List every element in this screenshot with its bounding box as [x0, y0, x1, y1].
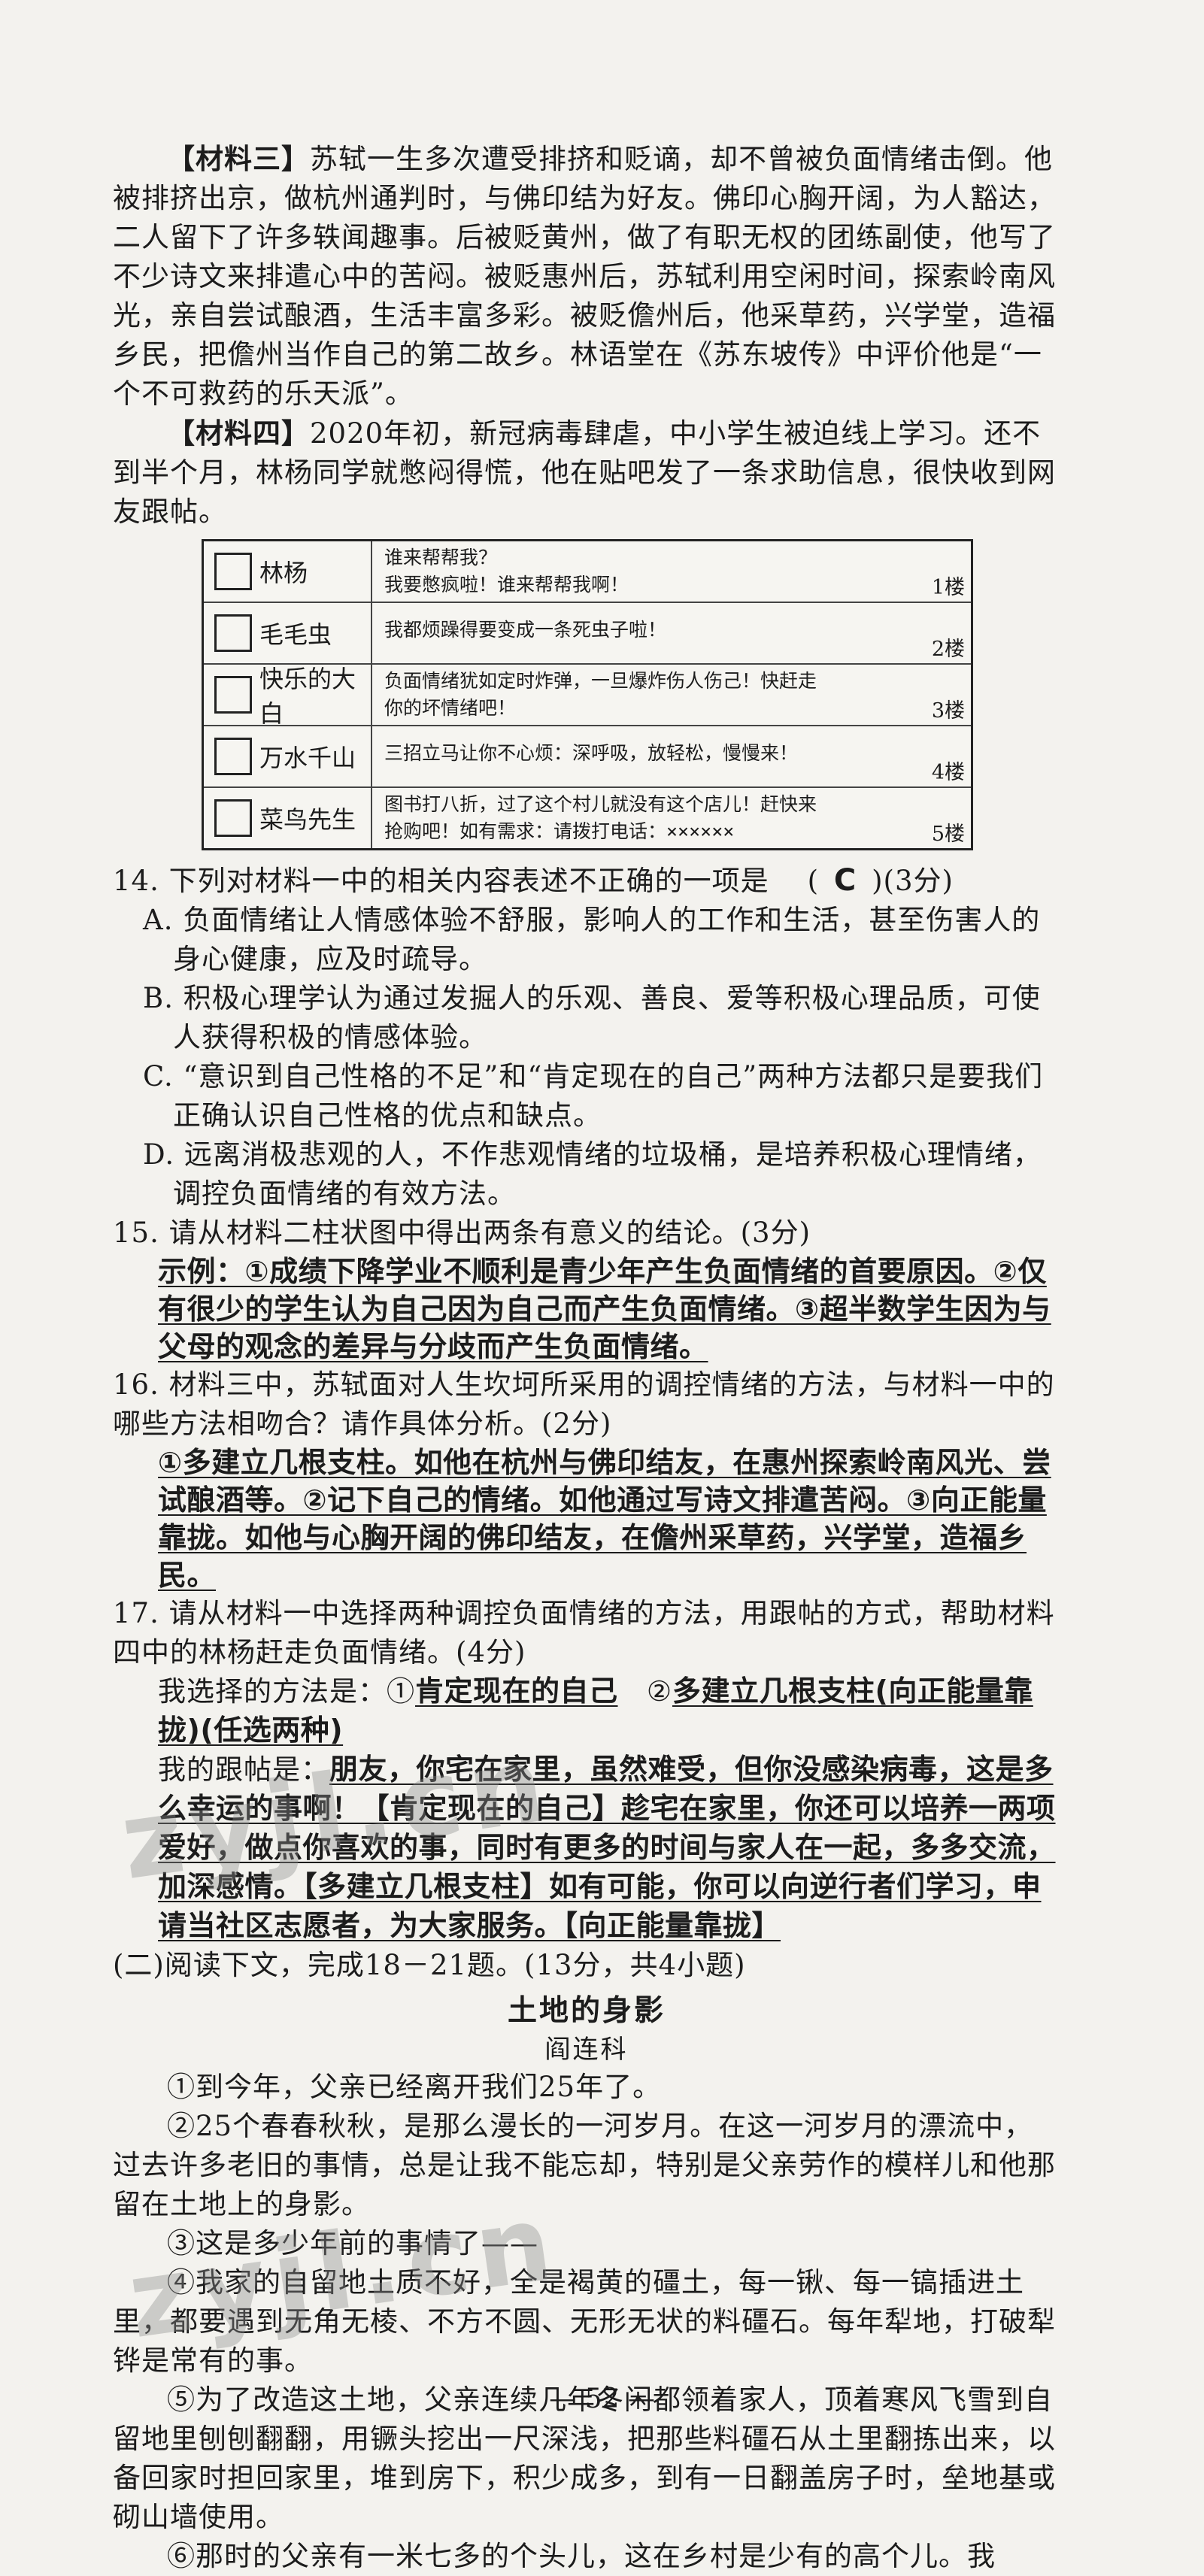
page-number: — 52 — [549, 2384, 655, 2414]
forum-content: 我都烦躁得要变成一条死虫子啦！ [372, 603, 971, 663]
forum-username: 毛毛虫 [259, 620, 332, 649]
forum-content: 负面情绪犹如定时炸弹，一旦爆炸伤人伤己！快赶走你的坏情绪吧！ [372, 665, 971, 725]
material4-label: 【材料四】 [167, 417, 310, 450]
forum-line: 谁来帮帮我？ [384, 547, 498, 568]
avatar-box-icon [214, 799, 252, 837]
forum-line: 抢购吧！如有需求：请拨打电话：×××××× [384, 820, 735, 842]
q17-method-line: 我选择的方法是：①肯定现在的自己 ②多建立几根支柱(向正能量靠拢)(任选两种) [113, 1672, 1060, 1750]
q17-post-label: 我的跟帖是： [158, 1753, 329, 1786]
material4-paragraph: 【材料四】2020年初，新冠病毒肆虐，中小学生被迫线上学习。还不到半个月，林杨同… [113, 414, 1060, 532]
forum-username: 快乐的大白 [259, 665, 356, 728]
forum-line: 图书打八折，过了这个村儿就没有这个店儿！赶快来 [384, 793, 817, 815]
forum-post: 毛毛虫 我都烦躁得要变成一条死虫子啦！ 2楼 [204, 603, 971, 665]
material3-paragraph: 【材料三】苏轼一生多次遭受排挤和贬谪，却不曾被负面情绪击倒。他被排挤出京，做杭州… [113, 139, 1060, 414]
q17-stem: 17. 请从材料一中选择两种调控负面情绪的方法，用跟帖的方式，帮助材料四中的林杨… [113, 1597, 1055, 1668]
q17-post-answer: 朋友，你宅在家里，虽然难受，但你没感染病毒，这是多么幸运的事啊！【肯定现在的自己… [158, 1753, 1056, 1942]
q17-method2-answer: 多建立几根支柱(向正能量靠拢)(任选两种) [158, 1674, 1033, 1747]
forum-username: 菜鸟先生 [259, 805, 356, 834]
forum-user: 万水千山 [204, 726, 372, 786]
forum-content: 谁来帮帮我？ 我要憋疯啦！谁来帮帮我啊！ [372, 541, 971, 602]
avatar-box-icon [214, 738, 252, 775]
article-paragraph: ③这是多少年前的事情了—— [167, 2227, 538, 2259]
article-paragraph: ②25个春春秋秋，是那么漫长的一河岁月。在这一河岁月的漂流中，过去许多老旧的事情… [113, 2110, 1056, 2220]
q14-stem-text: 14. 下列对材料一中的相关内容表述不正确的一项是 [113, 865, 769, 897]
forum-username: 林杨 [259, 559, 308, 587]
forum-post: 林杨 谁来帮帮我？ 我要憋疯啦！谁来帮帮我啊！ 1楼 [204, 541, 971, 603]
forum-line: 我都烦躁得要变成一条死虫子啦！ [384, 619, 667, 641]
q17-post-line: 我的跟帖是：朋友，你宅在家里，虽然难受，但你没感染病毒，这是多么幸运的事啊！【肯… [113, 1750, 1060, 1946]
q15-answer: 示例：①成绩下降学业不顺利是青少年产生负面情绪的首要原因。②仅有很少的学生认为自… [158, 1255, 1051, 1363]
floor-number: 4楼 [931, 761, 965, 784]
forum-content: 图书打八折，过了这个村儿就没有这个店儿！赶快来抢购吧！如有需求：请拨打电话：××… [372, 788, 971, 848]
q17-method1-answer: 肯定现在的自己 [415, 1674, 618, 1708]
forum-user: 快乐的大白 [204, 665, 372, 728]
q14-option-d: D. 远离消极悲观的人，不作悲观情绪的垃圾桶，是培养积极心理情绪，调控负面情绪的… [143, 1138, 1042, 1210]
q14-stem: 14. 下列对材料一中的相关内容表述不正确的一项是 (C)(3分) [113, 861, 1060, 901]
forum-content: 三招立马让你不心烦：深呼吸，放轻松，慢慢来！ [372, 726, 971, 786]
article-paragraph: ①到今年，父亲已经离开我们25年了。 [167, 2071, 662, 2103]
forum-thread: 林杨 谁来帮帮我？ 我要憋疯啦！谁来帮帮我啊！ 1楼 毛毛虫 我都烦躁得要变成一条… [202, 539, 973, 850]
q17-method-label: 我选择的方法是：① [158, 1675, 415, 1708]
q14-score: (3分) [883, 865, 954, 897]
q17-method2-label: ② [646, 1675, 672, 1708]
forum-post: 菜鸟先生 图书打八折，过了这个村儿就没有这个店儿！赶快来抢购吧！如有需求：请拨打… [204, 788, 971, 848]
forum-user: 林杨 [204, 541, 372, 602]
forum-line: 我要憋疯啦！谁来帮帮我啊！ [384, 574, 629, 596]
avatar-box-icon [214, 614, 252, 652]
forum-post: 快乐的大白 负面情绪犹如定时炸弹，一旦爆炸伤人伤己！快赶走你的坏情绪吧！ 3楼 [204, 665, 971, 728]
q16-stem: 16. 材料三中，苏轼面对人生坎坷所采用的调控情绪的方法，与材料一中的哪些方法相… [113, 1368, 1055, 1440]
q15-stem: 15. 请从材料二柱状图中得出两条有意义的结论。(3分) [113, 1217, 811, 1249]
forum-user: 毛毛虫 [204, 603, 372, 663]
forum-line: 负面情绪犹如定时炸弹，一旦爆炸伤人伤己！快赶走 [384, 670, 817, 692]
q16-answer: ①多建立几根支柱。如他在杭州与佛印结友，在惠州探索岭南风光、尝试酿酒等。②记下自… [158, 1446, 1051, 1592]
floor-number: 3楼 [931, 699, 965, 723]
article-paragraph: ⑥那时的父亲有一米七多的个头儿，这在乡村是少有的高个儿。我 [167, 2540, 996, 2572]
page-content: 【材料三】苏轼一生多次遭受排挤和贬谪，却不曾被负面情绪击倒。他被排挤出京，做杭州… [113, 139, 1060, 2576]
forum-username: 万水千山 [259, 744, 356, 772]
forum-user: 菜鸟先生 [204, 788, 372, 848]
forum-line: 三招立马让你不心烦：深呼吸，放轻松，慢慢来！ [384, 742, 799, 764]
material3-text: 苏轼一生多次遭受排挤和贬谪，却不曾被负面情绪击倒。他被排挤出京，做杭州通判时，与… [113, 143, 1056, 410]
q14-option-a: A. 负面情绪让人情感体验不舒服，影响人的工作和生活，甚至伤害人的身心健康，应及… [143, 904, 1041, 975]
q14-option-b: B. 积极心理学认为通过发掘人的乐观、善良、爱等积极心理品质，可使人获得积极的情… [143, 982, 1041, 1053]
article-paragraph: ④我家的自留地土质不好，全是褐黄的礓土，每一锹、每一镐插进土里，都要遇到无角无棱… [113, 2266, 1056, 2377]
floor-number: 2楼 [931, 638, 965, 661]
floor-number: 5楼 [931, 823, 965, 846]
forum-post: 万水千山 三招立马让你不心烦：深呼吸，放轻松，慢慢来！ 4楼 [204, 726, 971, 788]
floor-number: 1楼 [931, 576, 965, 599]
section2-heading: (二)阅读下文，完成18－21题。(13分，共4小题) [113, 1949, 746, 1981]
avatar-box-icon [214, 553, 252, 590]
q14-option-c: C. “意识到自己性格的不足”和“肯定现在的自己”两种方法都只是要我们正确认识自… [143, 1060, 1044, 1132]
article-title: 土地的身影 [507, 1993, 666, 2028]
material3-label: 【材料三】 [167, 142, 310, 175]
q14-answer: C [833, 863, 857, 898]
material4-text: 2020年初，新冠病毒肆虐，中小学生被迫线上学习。还不到半个月，林杨同学就憋闷得… [113, 417, 1056, 528]
article-author: 阎连科 [544, 2035, 629, 2065]
forum-line: 你的坏情绪吧！ [384, 697, 517, 719]
avatar-box-icon [214, 676, 252, 714]
